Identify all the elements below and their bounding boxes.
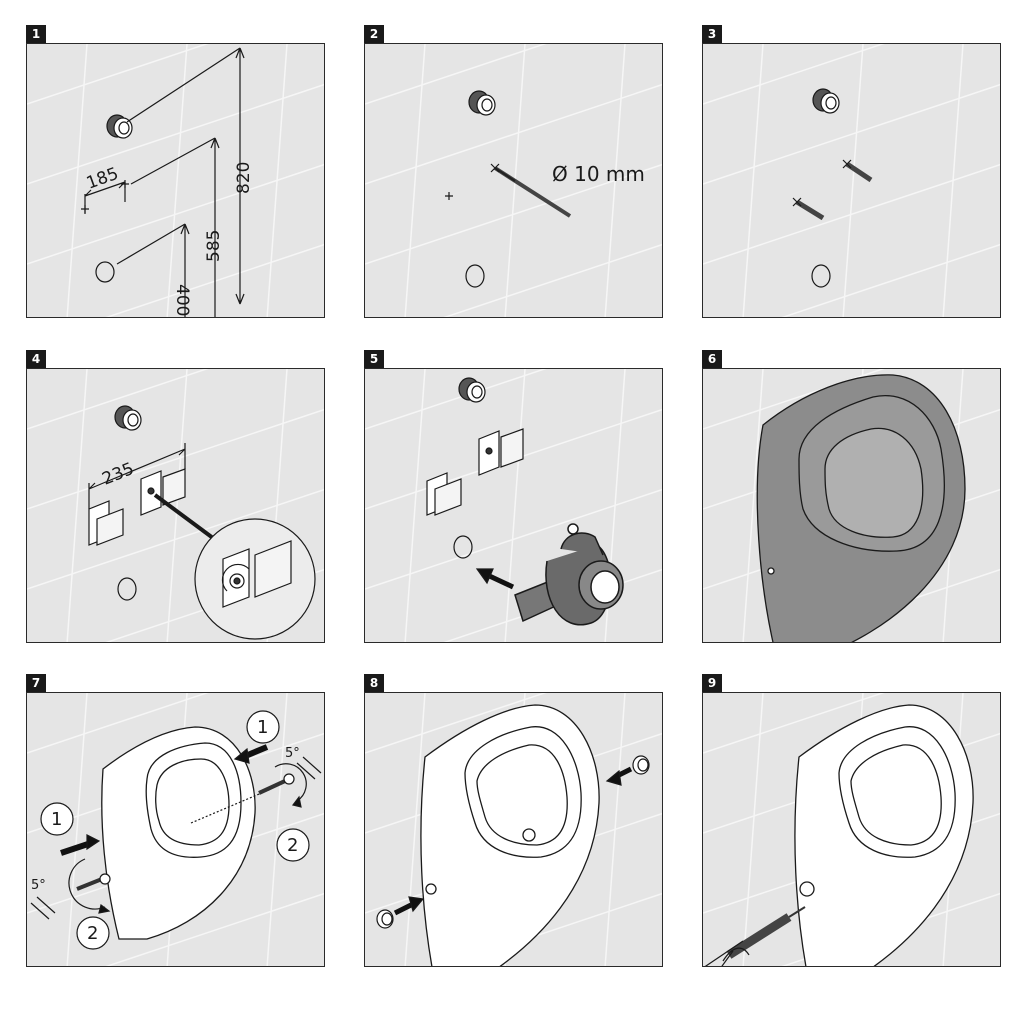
- callout-circle: [40, 802, 74, 836]
- step-3-panel: 3: [702, 25, 1001, 318]
- angle-label-right: 5°: [285, 746, 300, 761]
- step-8-panel: 8: [364, 674, 663, 967]
- step-number-badge: 5: [364, 350, 384, 368]
- arrow-icon: [393, 896, 425, 916]
- angle-label-left: 5°: [31, 878, 46, 893]
- wall-plug-icon: [792, 197, 825, 221]
- mounting-bracket-icon: [140, 468, 186, 516]
- drain-outlet-icon: [95, 261, 115, 283]
- arrow-icon: [475, 568, 515, 590]
- step-8-illustration: [364, 692, 663, 967]
- water-inlet-valve-icon: [458, 377, 486, 403]
- urinal-bowl-icon: [420, 704, 600, 966]
- arrow-icon: [60, 834, 101, 856]
- step-number-badge: 1: [26, 25, 46, 43]
- drain-outlet-icon: [811, 264, 831, 288]
- step-8-drawing: [365, 693, 662, 966]
- dimension-height-inlet: 820: [234, 162, 254, 194]
- step-number-badge: 4: [26, 350, 46, 368]
- drain-outlet-icon: [465, 264, 485, 288]
- fixing-screw-icon: [258, 773, 295, 795]
- step-9-illustration: [702, 692, 1001, 967]
- step-9-panel: 9: [702, 674, 1001, 967]
- step-5-illustration: [364, 368, 663, 643]
- dimension-bracket-spacing: 235: [99, 459, 137, 490]
- urinal-bowl-icon: [794, 704, 974, 966]
- silicone-gun-icon: [704, 906, 806, 966]
- urinal-bowl-icon: [101, 726, 256, 940]
- step-number-badge: 7: [26, 674, 46, 692]
- step-1-panel: 1 185 585: [26, 25, 325, 318]
- dimension-horizontal-spacing: 185: [84, 164, 121, 194]
- step-1-illustration: 185 585 820 400: [26, 43, 325, 318]
- callout-step-1-right: 1: [257, 717, 268, 738]
- callout-circle: [276, 828, 310, 862]
- step-6-drawing: [703, 369, 1000, 642]
- drain-outlet-icon: [453, 535, 473, 559]
- step-9-drawing: [703, 693, 1000, 966]
- arrow-icon: [605, 766, 633, 786]
- detail-magnifier-icon: [194, 518, 316, 640]
- step-number-badge: 3: [702, 25, 722, 43]
- drill-diameter-label: Ø 10 mm: [552, 162, 645, 186]
- drain-outlet-icon: [117, 577, 137, 601]
- wall-plug-icon: [842, 159, 873, 183]
- cover-cap-icon: [376, 909, 394, 929]
- siphon-trap-icon: [514, 523, 624, 626]
- callout-step-2-left: 2: [87, 923, 98, 944]
- step-5-panel: 5: [364, 350, 663, 643]
- mounting-bracket-icon: [88, 500, 124, 546]
- step-7-panel: 7: [26, 674, 325, 967]
- callout-step-1-left: 1: [51, 809, 62, 830]
- water-inlet-valve-icon: [812, 88, 840, 114]
- drill-bit-icon: [490, 163, 572, 218]
- step-1-drawing: 185 585 820 400: [27, 44, 324, 317]
- step-2-panel: 2 Ø 10 mm: [364, 25, 663, 318]
- step-number-badge: 9: [702, 674, 722, 692]
- callout-circle: [76, 916, 110, 950]
- cover-cap-icon: [632, 755, 650, 775]
- water-inlet-valve-icon: [114, 405, 142, 431]
- step-7-drawing: 1 2 1 2 5° 5°: [27, 693, 324, 966]
- step-7-illustration: 1 2 1 2 5° 5°: [26, 692, 325, 967]
- step-2-drawing: Ø 10 mm: [365, 44, 662, 317]
- step-3-drawing: [703, 44, 1000, 317]
- step-6-illustration: [702, 368, 1001, 643]
- dimension-height-fixing: 585: [204, 230, 224, 262]
- fixing-screw-icon: [76, 873, 111, 891]
- callout-circle: [246, 710, 280, 744]
- step-2-illustration: Ø 10 mm: [364, 43, 663, 318]
- step-6-panel: 6: [702, 350, 1001, 643]
- callout-step-2-right: 2: [287, 835, 298, 856]
- water-inlet-valve-icon: [106, 114, 133, 139]
- step-5-drawing: [365, 369, 662, 642]
- wall-tiles: [27, 44, 324, 317]
- water-inlet-valve-icon: [468, 90, 496, 116]
- mounting-bracket-icon: [426, 472, 462, 516]
- step-number-badge: 2: [364, 25, 384, 43]
- urinal-bowl-icon: [756, 374, 966, 642]
- step-4-panel: 4: [26, 350, 325, 643]
- step-3-illustration: [702, 43, 1001, 318]
- step-4-illustration: 235: [26, 368, 325, 643]
- dimension-height-drain: 400: [172, 284, 192, 316]
- step-4-drawing: 235: [27, 369, 324, 642]
- step-number-badge: 8: [364, 674, 384, 692]
- arrow-icon: [233, 744, 269, 764]
- step-number-badge: 6: [702, 350, 722, 368]
- mounting-bracket-icon: [478, 428, 524, 476]
